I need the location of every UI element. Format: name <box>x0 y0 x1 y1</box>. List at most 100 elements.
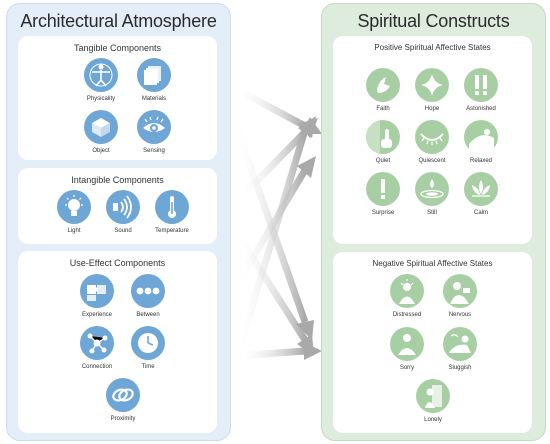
physicality-item: Physicality <box>71 58 131 102</box>
dots-icon <box>131 274 165 308</box>
experience-item: Experience <box>67 274 127 318</box>
item-label: Sensing <box>143 148 165 154</box>
box-title: Intangible Components <box>71 175 164 185</box>
calm-item: Calm <box>451 172 511 216</box>
proximity-item: Proximity <box>93 378 153 422</box>
exclamation-icon <box>366 172 400 206</box>
lonely-item: Lonely <box>403 379 463 423</box>
positive-states-box: Positive Spiritual Affective States Fait… <box>333 36 532 244</box>
item-label: Experience <box>81 312 113 318</box>
nervous-item: Nervous <box>430 274 490 318</box>
temperature-item: Temperature <box>142 190 202 234</box>
panel-title: Architectural Atmosphere <box>20 11 217 31</box>
item-label: Relaxed <box>469 158 492 164</box>
item-label: Quiescent <box>418 158 446 164</box>
arrow-2 <box>230 118 309 324</box>
item-label: Sorry <box>399 365 415 371</box>
time-item: Time <box>118 326 178 370</box>
closed-eye-icon <box>415 120 449 154</box>
item-label: Quiet <box>375 158 391 164</box>
box-title: Positive Spiritual Affective States <box>374 43 491 52</box>
intangible-components-box: Intangible Components Light Sound Temper… <box>18 168 217 244</box>
arrowhead-1 <box>300 117 322 134</box>
light-item: Light <box>44 190 104 234</box>
negative-states-box: Negative Spiritual Affective States Dist… <box>333 252 532 433</box>
between-item: Between <box>118 274 178 318</box>
item-label: Sound <box>114 228 132 234</box>
sound-item: Sound <box>93 190 153 234</box>
puzzle-icon <box>80 274 114 308</box>
spiritual-constructs-panel: Spiritual Constructs Positive Spiritual … <box>321 3 546 441</box>
item-label: Connection <box>81 364 113 370</box>
object-item: Object <box>71 110 131 154</box>
item-label: Surprise <box>371 210 395 216</box>
arrowhead-3 <box>298 118 318 138</box>
cube-icon <box>84 110 118 144</box>
sluggish-figure-icon <box>443 327 477 361</box>
panel-title: Spiritual Constructs <box>357 11 510 31</box>
item-label: Between <box>136 312 160 318</box>
quiescent-item: Quiescent <box>402 120 462 164</box>
box-title: Tangible Components <box>73 43 162 53</box>
item-label: Light <box>67 228 81 234</box>
arrowhead-2 <box>296 320 314 340</box>
box-title: Negative Spiritual Affective States <box>372 259 493 268</box>
item-label: Materials <box>141 96 167 102</box>
arrow-5 <box>232 168 309 288</box>
arrow-4 <box>233 230 308 342</box>
still-item: Still <box>402 172 462 216</box>
arrowhead-6 <box>298 116 316 138</box>
item-label: Nervous <box>448 312 472 318</box>
sorry-figure-icon <box>390 327 424 361</box>
quiet-finger-icon <box>366 120 400 154</box>
arrowhead-4 <box>297 334 314 356</box>
item-label: Distressed <box>392 312 422 318</box>
lonely-figure-icon <box>416 379 450 413</box>
item-label: Proximity <box>110 416 136 422</box>
item-label: Time <box>141 364 155 370</box>
clock-icon <box>131 326 165 360</box>
water-drop-icon <box>415 172 449 206</box>
interlocking-rings-icon <box>106 378 140 412</box>
lotus-icon <box>464 172 498 206</box>
arrow-1 <box>232 84 307 130</box>
architectural-atmosphere-panel: Architectural Atmosphere Tangible Compon… <box>6 3 231 441</box>
distressed-figure-icon <box>390 274 424 308</box>
item-label: Astonished <box>466 106 496 112</box>
item-label: Calm <box>473 210 488 216</box>
item-label: Object <box>92 148 110 154</box>
double-exclamation-icon <box>464 68 498 102</box>
thermometer-icon <box>155 190 189 224</box>
sound-waves-icon <box>106 190 140 224</box>
tangible-components-box: Tangible Components Physicality Material… <box>18 36 217 160</box>
quiet-item: Quiet <box>353 120 413 164</box>
item-label: Physicality <box>86 96 116 102</box>
astonished-item: Astonished <box>451 68 511 112</box>
sparkle-star-icon <box>415 68 449 102</box>
hope-item: Hope <box>402 68 462 112</box>
item-label: Sluggish <box>448 365 472 371</box>
item-label: Faith <box>376 106 390 112</box>
sluggish-item: Sluggish <box>430 327 490 371</box>
item-label: Lonely <box>424 417 442 423</box>
distressed-item: Distressed <box>377 274 437 318</box>
item-label: Still <box>427 210 437 216</box>
item-label: Temperature <box>155 228 189 234</box>
materials-item: Materials <box>124 58 184 102</box>
vitruvian-man-icon <box>84 58 118 92</box>
light-bulb-icon <box>57 190 91 224</box>
arrowhead-7 <box>304 342 322 360</box>
nervous-figure-icon <box>443 274 477 308</box>
use-effect-components-box: Use-Effect Components Experience Between… <box>18 251 217 433</box>
faith-item: Faith <box>353 68 413 112</box>
connection-item: Connection <box>67 326 127 370</box>
arrowhead-5 <box>297 156 316 178</box>
item-label: Hope <box>424 106 440 112</box>
eye-icon <box>137 110 171 144</box>
relaxed-item: Relaxed <box>451 120 511 164</box>
sensing-item: Sensing <box>124 110 184 154</box>
praying-hands-icon <box>366 68 400 102</box>
arrow-3 <box>235 129 308 203</box>
surprise-item: Surprise <box>353 172 413 216</box>
box-title: Use-Effect Components <box>69 258 166 268</box>
